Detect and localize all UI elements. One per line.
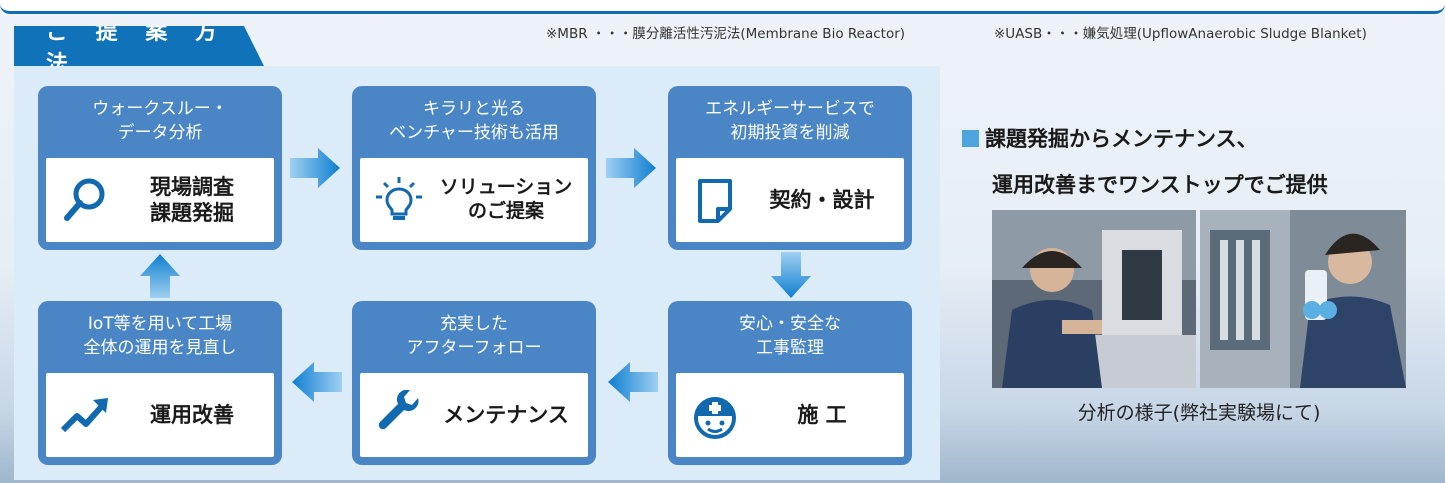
arrow-down-icon <box>771 252 811 298</box>
step-title: 充実した アフターフォロー <box>406 314 542 358</box>
step-body: 運用改善 <box>46 373 274 457</box>
step-body: 現場調査 課題発掘 <box>46 158 274 242</box>
step-card-operation-improvement: IoT等を用いて工場 全体の運用を見直し 運用改善 <box>38 301 282 465</box>
step-card-contract: エネルギーサービスで 初期投資を削減 契約・設計 <box>668 86 912 250</box>
uasb-note: ※UASB・・・嫌気処理(UpflowAnaerobic Sludge Blan… <box>994 26 1367 42</box>
arrow-right-icon <box>290 148 340 188</box>
step-label: メンテナンス <box>443 402 569 427</box>
step-title: IoT等を用いて工場 全体の運用を見直し <box>83 314 237 358</box>
section-title: ご 提 案 方 法 <box>14 26 264 66</box>
arrow-left-icon <box>608 362 658 402</box>
step-label: 現場調査 課題発掘 <box>150 174 234 225</box>
step-body: メンテナンス <box>360 373 588 457</box>
step-label: 施 工 <box>797 402 847 427</box>
step-title: キラリと光る ベンチャー技術も活用 <box>389 99 559 143</box>
lab-photo-sample <box>1200 210 1406 388</box>
step-body: 契約・設計 <box>676 158 904 242</box>
step-label: 契約・設計 <box>769 187 875 212</box>
step-card-maintenance: 充実した アフターフォロー メンテナンス <box>352 301 596 465</box>
arrow-left-icon <box>292 362 342 402</box>
tagline: 課題発掘からメンテナンス、 運用改善までワンストップでご提供 <box>962 116 1432 208</box>
step-label: 運用改善 <box>150 402 234 427</box>
step-card-site-survey: ウォークスルー・ データ分析 現場調査 課題発掘 <box>38 86 282 250</box>
wrench-icon <box>374 390 424 440</box>
step-title: エネルギーサービスで 初期投資を削減 <box>705 99 875 143</box>
magnifier-icon <box>60 175 110 225</box>
tagline-line-1: 課題発掘からメンテナンス、 <box>985 127 1258 151</box>
step-title: 安心・安全な 工事監理 <box>739 314 841 358</box>
arrow-up-icon <box>140 254 180 298</box>
step-card-solution: キラリと光る ベンチャー技術も活用 ソリューション のご提案 <box>352 86 596 250</box>
document-icon <box>690 175 740 225</box>
top-rule <box>0 0 1445 14</box>
step-label: ソリューション のご提案 <box>439 176 573 222</box>
hardhat-icon <box>690 390 740 440</box>
mbr-note: ※MBR ・・・膜分離活性汚泥法(Membrane Bio Reactor) <box>546 26 906 42</box>
step-card-construction: 安心・安全な 工事監理 施 工 <box>668 301 912 465</box>
step-title: ウォークスルー・ データ分析 <box>92 99 228 143</box>
trend-up-icon <box>60 390 110 440</box>
photo-caption: 分析の様子(弊社実験場にて) <box>1077 402 1321 424</box>
lab-photo-microscope <box>992 210 1196 388</box>
arrow-right-icon <box>606 148 656 188</box>
step-body: ソリューション のご提案 <box>360 158 588 242</box>
bullet-square-icon <box>962 130 979 147</box>
step-body: 施 工 <box>676 373 904 457</box>
tagline-line-2: 運用改善までワンストップでご提供 <box>992 173 1328 197</box>
lightbulb-icon <box>374 175 424 225</box>
